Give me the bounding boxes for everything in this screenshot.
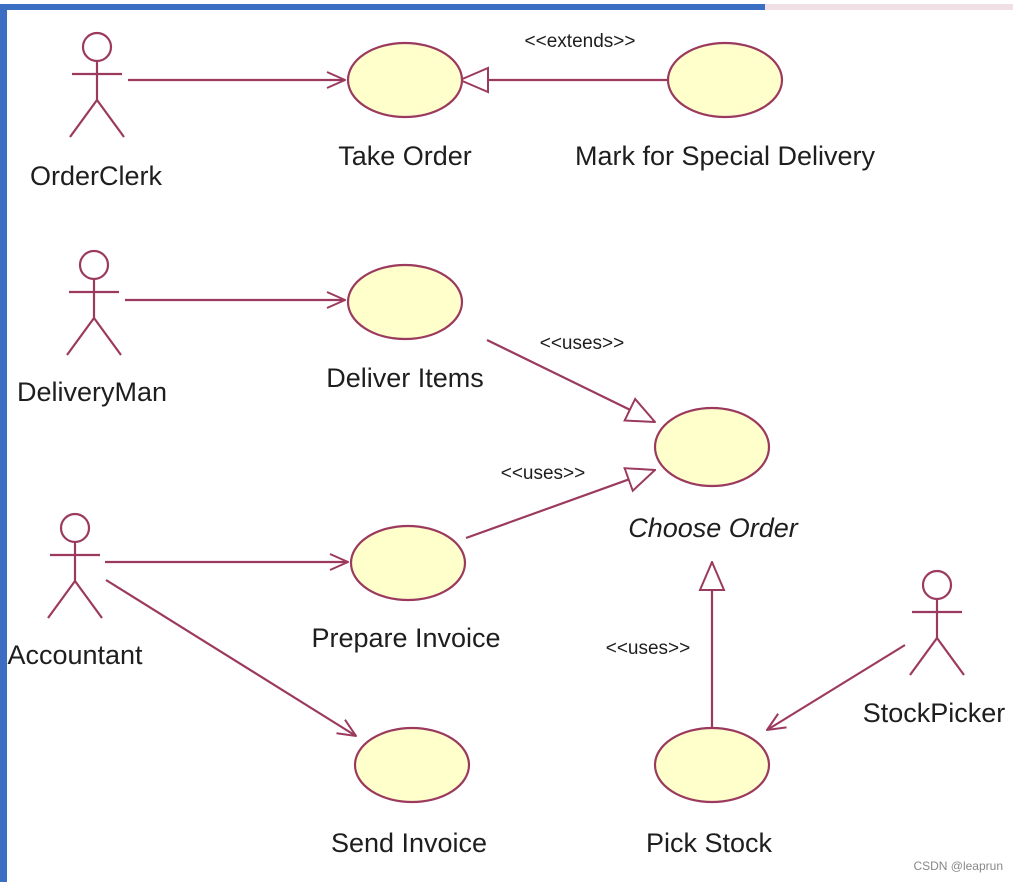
usecase-label-mark-special-delivery: Mark for Special Delivery — [575, 141, 876, 171]
frame-top-border-light — [765, 4, 1013, 10]
stereotype-uses-deliver: <<uses>> — [540, 333, 625, 354]
usecase-mark-special-delivery — [666, 41, 784, 119]
stereotype-extends: <<extends>> — [525, 31, 636, 52]
assoc-accountant-sendinvoice — [105, 579, 356, 736]
usecase-label-take-order: Take Order — [338, 141, 472, 171]
usecase-pick-stock — [653, 726, 771, 804]
watermark-text: CSDN @leaprun — [913, 859, 1003, 873]
frame-top-border — [0, 4, 765, 10]
actor-label-deliveryman: DeliveryMan — [17, 377, 167, 407]
usecase-send-invoice — [353, 726, 471, 804]
stereotype-uses-pick: <<uses>> — [606, 638, 691, 659]
actor-label-orderclerk: OrderClerk — [30, 161, 163, 191]
usecase-choose-order — [653, 406, 771, 488]
uses-prepare-relationship-line — [465, 470, 655, 540]
stereotype-uses-prepare: <<uses>> — [501, 463, 586, 484]
assoc-stockpicker-pickstock — [767, 644, 906, 730]
usecase-prepare-invoice — [349, 524, 467, 602]
usecase-label-pick-stock: Pick Stock — [646, 828, 773, 858]
actor-stockpicker-figure — [909, 569, 965, 676]
usecase-label-choose-order: Choose Order — [628, 513, 799, 543]
actor-label-accountant: Accountant — [7, 640, 143, 670]
usecase-label-send-invoice: Send Invoice — [331, 828, 487, 858]
usecase-label-deliver-items: Deliver Items — [326, 363, 484, 393]
actor-orderclerk-figure — [69, 31, 125, 138]
actor-accountant-figure — [47, 512, 103, 619]
uses-deliver-relationship-line — [486, 339, 655, 422]
actor-deliveryman-figure — [66, 249, 122, 356]
usecase-deliver-items — [346, 263, 464, 341]
usecase-label-prepare-invoice: Prepare Invoice — [311, 623, 500, 653]
actor-label-stockpicker: StockPicker — [863, 698, 1006, 728]
frame-left-border — [0, 8, 7, 882]
usecase-take-order — [346, 41, 464, 119]
